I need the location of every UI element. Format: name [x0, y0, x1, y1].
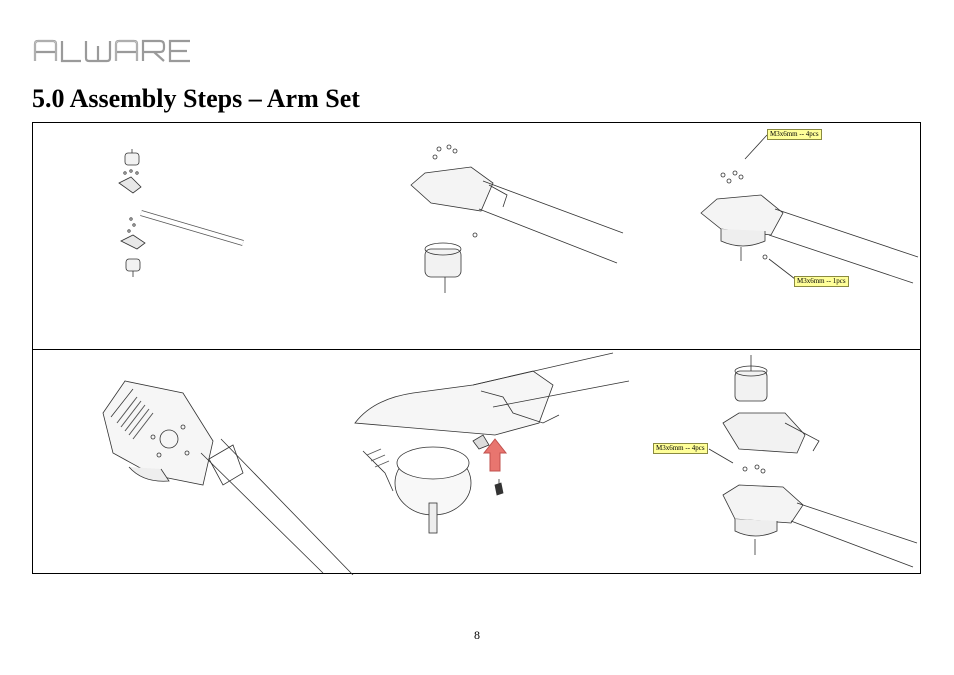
- step2-arm-mount: [410, 144, 624, 293]
- page-number: 8: [474, 628, 480, 642]
- alware-logo: [33, 39, 190, 63]
- callout-step3-screws: M3x6mm -- 4pcs: [767, 129, 822, 140]
- step5-screw-insert: [354, 352, 630, 534]
- step3-motor-mounted: [700, 134, 919, 284]
- callout-step6-screws: M3x6mm -- 4pcs: [653, 443, 708, 454]
- step4-closeup: [102, 380, 354, 575]
- step1-exploded-parts: [118, 149, 244, 277]
- step6-final-assembly: [708, 355, 918, 568]
- callout-step3-screw-single: M3x6mm -- 1pcs: [794, 276, 849, 287]
- page-title: 5.0 Assembly Steps – Arm Set: [32, 84, 360, 113]
- insert-arrow: [482, 438, 508, 472]
- assembly-figure: M3x6mm -- 4pcs M3x6mm -- 1pcs M3x6mm -- …: [32, 122, 921, 575]
- assembly-illustrations: [102, 134, 919, 575]
- row-divider: [33, 349, 920, 350]
